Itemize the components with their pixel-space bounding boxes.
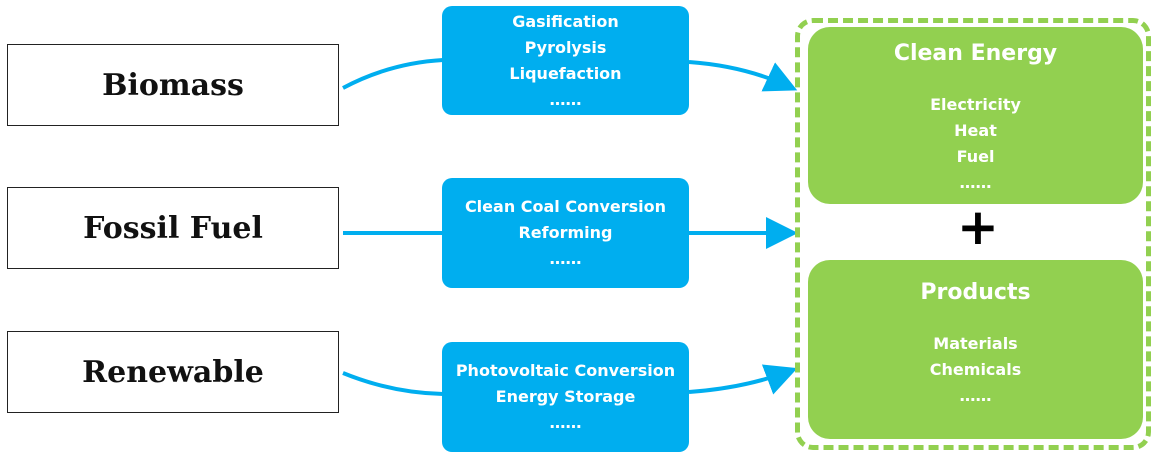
process-item: Energy Storage: [495, 387, 636, 406]
clean-energy-title: Clean Energy: [893, 41, 1058, 66]
process-box-fossil-fuel: Clean Coal Conversion Reforming ……: [442, 178, 689, 288]
process-item: Pyrolysis: [524, 37, 607, 57]
products-item: Chemicals: [929, 360, 1022, 379]
process-item: Gasification: [512, 11, 619, 31]
source-label: Renewable: [82, 354, 264, 390]
source-label: Fossil Fuel: [83, 210, 263, 246]
products-item: ……: [959, 386, 992, 405]
source-box-biomass: Biomass: [7, 44, 339, 126]
process-box-biomass: Gasification Pyrolysis Liquefaction ……: [442, 6, 689, 115]
process-item: ……: [549, 89, 582, 109]
products-box: Products Materials Chemicals ……: [808, 260, 1143, 439]
process-item: ……: [549, 413, 582, 432]
process-item: Clean Coal Conversion: [464, 197, 667, 216]
arrow-renewable-to-process: [342, 371, 444, 396]
source-box-renewable: Renewable: [7, 331, 339, 413]
source-box-fossil-fuel: Fossil Fuel: [7, 187, 339, 269]
source-label: Biomass: [102, 67, 244, 103]
process-item: Liquefaction: [509, 63, 622, 83]
clean-energy-item: Electricity: [930, 95, 1021, 114]
arrow-biomass-to-process: [342, 58, 444, 90]
clean-energy-item: ……: [959, 173, 992, 192]
process-item: Photovoltaic Conversion: [455, 361, 676, 380]
products-item: Materials: [933, 334, 1018, 353]
process-box-renewable: Photovoltaic Conversion Energy Storage ……: [442, 342, 689, 452]
output-container: [795, 18, 1151, 450]
clean-energy-item: Heat: [954, 121, 997, 140]
process-item: ……: [549, 249, 582, 268]
clean-energy-item: Fuel: [956, 147, 995, 166]
arrow-process-to-output-3: [688, 364, 798, 395]
process-item: Reforming: [518, 223, 613, 242]
clean-energy-box: Clean Energy Electricity Heat Fuel ……: [808, 27, 1143, 204]
arrow-process-to-output-1: [688, 60, 798, 92]
products-title: Products: [920, 280, 1031, 305]
plus-sign: +: [957, 198, 999, 256]
